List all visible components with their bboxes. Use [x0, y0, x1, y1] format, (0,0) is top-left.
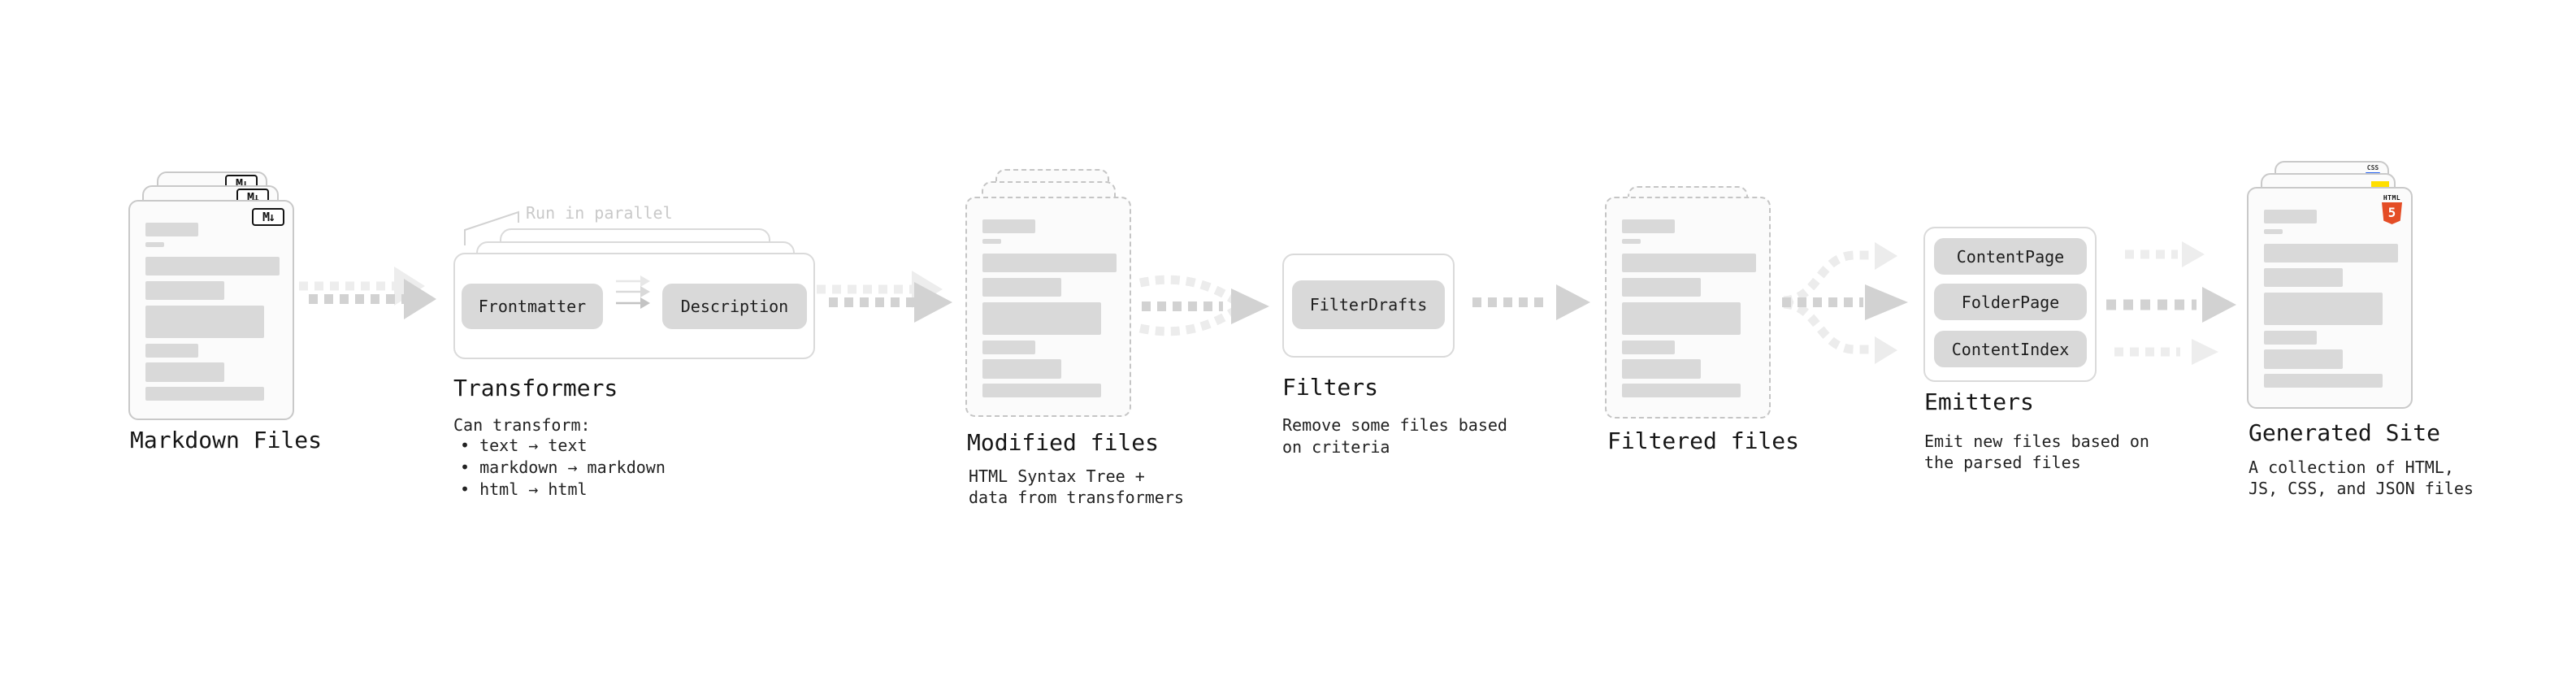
stage-label-transformers: Transformers	[453, 375, 618, 401]
generated-html-file-card: HTML 5	[2247, 187, 2413, 409]
doc-line-placeholder	[982, 219, 1035, 233]
emitters-description-line: the parsed files	[1924, 453, 2081, 472]
run-in-parallel-connector	[464, 210, 519, 245]
generated-site-description-line: JS, CSS, and JSON files	[2249, 479, 2474, 498]
emitter-content-index-pill: ContentIndex	[1934, 331, 2087, 367]
emitter-folder-page-pill: FolderPage	[1934, 284, 2087, 320]
doc-line-placeholder	[1622, 340, 1675, 354]
doc-line-placeholder	[2264, 349, 2343, 369]
filtered-file-card	[1605, 197, 1771, 419]
doc-line-placeholder	[982, 239, 1001, 244]
doc-line-placeholder	[2264, 210, 2317, 223]
emitters-description-line: Emit new files based on	[1924, 432, 2149, 451]
javascript-icon	[2371, 181, 2389, 189]
transformer-step-arrows	[616, 275, 650, 309]
doc-line-placeholder	[2264, 229, 2283, 234]
doc-line-placeholder	[2264, 268, 2343, 287]
emitter-content-page-pill: ContentPage	[1934, 238, 2087, 275]
transformer-description-pill: Description	[662, 284, 807, 329]
markdown-file-card: M↓	[128, 200, 294, 420]
transformers-bullet: • markdown → markdown	[460, 458, 666, 477]
modified-files-description-line: HTML Syntax Tree +	[969, 466, 1145, 486]
doc-line-placeholder	[1622, 302, 1741, 335]
transformers-bullet: • html → html	[460, 479, 588, 499]
doc-line-placeholder	[1622, 219, 1675, 233]
stage-label-emitters: Emitters	[1924, 388, 2034, 415]
html5-icon: HTML 5	[2381, 194, 2403, 224]
transformers-bullet: • text → text	[460, 436, 588, 455]
markdown-icon: M↓	[252, 208, 284, 226]
doc-line-placeholder	[982, 254, 1117, 272]
doc-line-placeholder	[145, 362, 224, 382]
doc-line-placeholder	[145, 223, 198, 236]
doc-line-placeholder	[1622, 384, 1741, 397]
doc-line-placeholder	[2264, 293, 2383, 325]
doc-line-placeholder	[982, 384, 1101, 397]
arrow-markdown-to-transformers	[299, 267, 436, 319]
doc-line-placeholder	[2264, 374, 2383, 388]
transformer-frontmatter-pill: Frontmatter	[462, 284, 603, 329]
arrow-transformers-to-modified	[817, 271, 952, 323]
doc-line-placeholder	[145, 257, 280, 275]
doc-line-placeholder	[145, 387, 264, 401]
arrows-emitters-to-generated	[2106, 241, 2236, 365]
doc-line-placeholder	[982, 340, 1035, 354]
doc-line-placeholder	[1622, 239, 1641, 244]
stage-label-modified-files: Modified files	[967, 429, 1160, 456]
doc-line-placeholder	[145, 344, 198, 358]
doc-line-placeholder	[2264, 331, 2317, 345]
arrow-filtered-to-emitters	[1782, 242, 1908, 364]
run-in-parallel-annotation: Run in parallel	[526, 203, 673, 223]
filters-description-line: on criteria	[1282, 437, 1390, 457]
doc-line-placeholder	[1622, 254, 1756, 272]
doc-line-placeholder	[1622, 278, 1701, 297]
modified-file-card	[965, 197, 1131, 417]
filters-description-line: Remove some files based	[1282, 415, 1507, 435]
arrow-filters-to-filtered	[1472, 284, 1590, 320]
filter-drafts-pill: FilterDrafts	[1292, 280, 1445, 329]
stage-label-filters: Filters	[1282, 374, 1379, 401]
doc-line-placeholder	[1622, 359, 1701, 379]
stage-label-markdown-files: Markdown Files	[130, 427, 323, 453]
doc-line-placeholder	[2264, 244, 2398, 262]
stage-label-generated-site: Generated Site	[2249, 419, 2441, 446]
arrow-modified-to-filters	[1138, 275, 1269, 336]
doc-line-placeholder	[145, 281, 224, 300]
doc-line-placeholder	[982, 359, 1061, 379]
modified-files-description-line: data from transformers	[969, 488, 1184, 507]
doc-line-placeholder	[982, 302, 1101, 335]
generated-site-description-line: A collection of HTML,	[2249, 458, 2454, 477]
stage-label-filtered-files: Filtered files	[1607, 427, 1800, 454]
doc-line-placeholder	[145, 306, 264, 338]
doc-line-placeholder	[982, 278, 1061, 297]
doc-line-placeholder	[145, 242, 164, 247]
transformers-description-line: Can transform:	[453, 415, 591, 435]
